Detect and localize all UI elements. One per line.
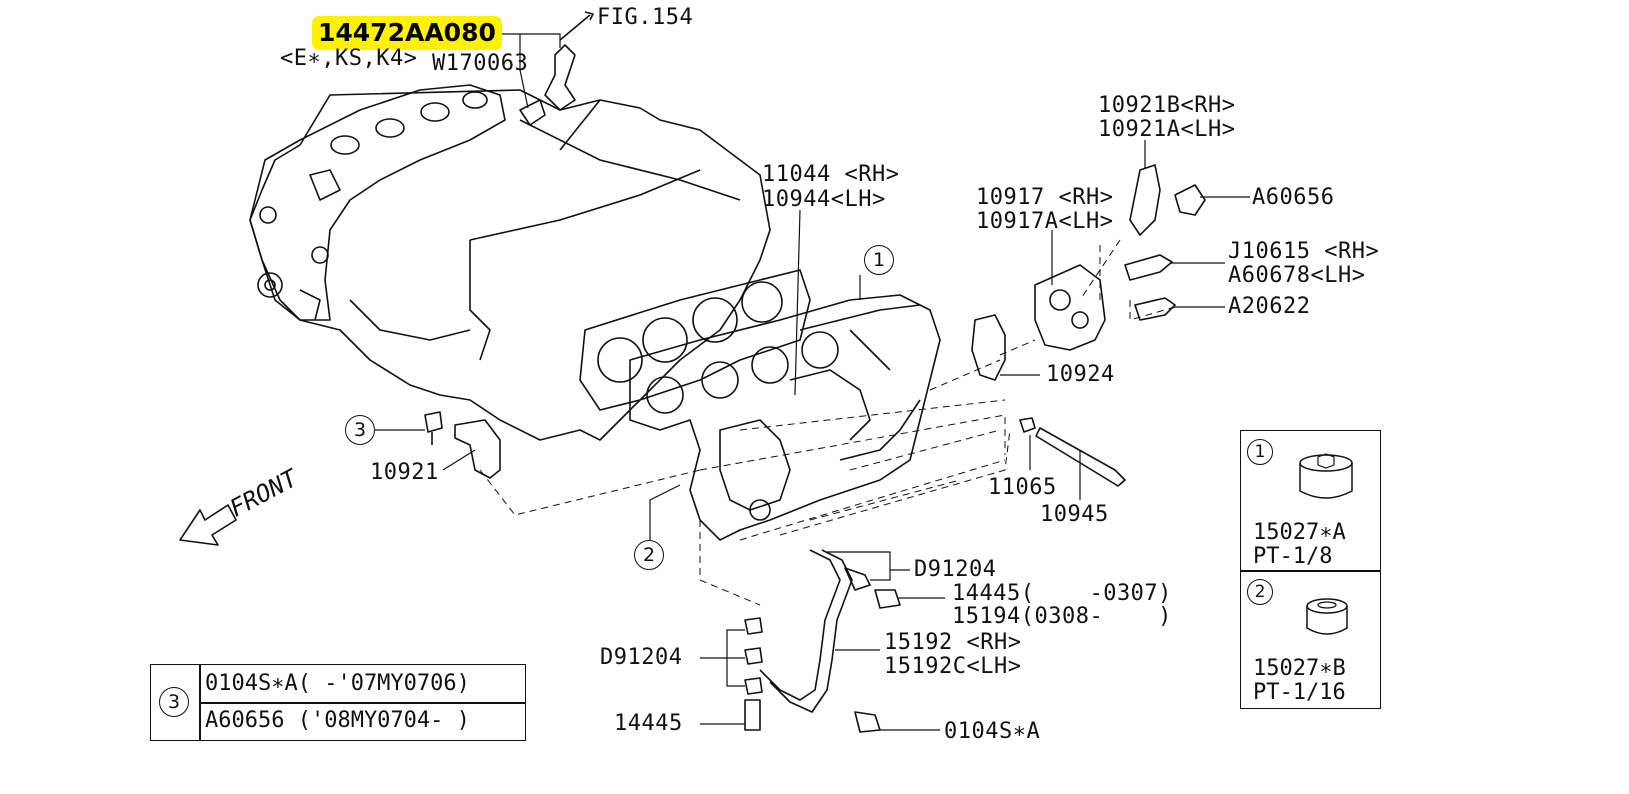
highlighted-part-number[interactable]: 14472AA080	[312, 16, 502, 50]
sensor-10921-icon	[424, 411, 501, 479]
part-a60678: A60678<LH>	[1228, 263, 1366, 288]
table-row: A60656 ('08MY0704- )	[205, 708, 470, 733]
part-15192c: 15192C<LH>	[884, 654, 1022, 679]
legend-size-2: PT-1/16	[1253, 680, 1346, 705]
part-10924: 10924	[1046, 362, 1115, 387]
plug-2-icon	[1306, 598, 1348, 635]
part-10944: 10944<LH>	[762, 187, 886, 212]
legend-size-1: PT-1/8	[1253, 544, 1333, 569]
part-11044: 11044 <RH>	[762, 162, 900, 187]
front-arrow-icon	[179, 504, 237, 546]
legend-part-2: 15027∗B	[1253, 656, 1346, 681]
engine-block-icon	[249, 84, 771, 441]
callout-3: 3	[345, 415, 375, 445]
table-marker: 3	[159, 687, 189, 717]
plug-legend: 1 15027∗A PT-1/8 2 15027∗B PT-1/16	[1240, 430, 1381, 709]
sub-highlight-label: <E∗,KS,K4>	[280, 46, 418, 71]
part-a60656: A60656	[1252, 185, 1335, 210]
part-10917a: 10917A<LH>	[976, 209, 1114, 234]
head-gasket-icon	[579, 269, 811, 411]
part-d91204-right: D91204	[914, 557, 997, 582]
part-14445: 14445	[614, 711, 683, 736]
part-10921a: 10921A<LH>	[1098, 117, 1236, 142]
part-15192: 15192 <RH>	[884, 630, 1022, 655]
variant-table: 3 0104S∗A( -'07MY0706) A60656 ('08MY0704…	[150, 664, 526, 741]
part-d91204-left: D91204	[600, 645, 683, 670]
vvt-parts-icon	[971, 164, 1206, 381]
part-10945: 10945	[1040, 502, 1109, 527]
cylinder-head-icon	[629, 294, 941, 541]
hose-icon	[519, 11, 594, 126]
part-0104s-a: 0104S∗A	[944, 719, 1041, 744]
part-j10615: J10615 <RH>	[1228, 239, 1380, 264]
part-11065: 11065	[988, 475, 1057, 500]
part-15194-range: 15194(0308- )	[952, 604, 1172, 629]
oil-pipe-icon	[744, 549, 901, 733]
part-14445-range: 14445( -0307)	[952, 581, 1172, 606]
legend-marker-1: 1	[1247, 439, 1273, 465]
table-row: 0104S∗A( -'07MY0706)	[205, 671, 470, 696]
plug-1-icon	[1299, 453, 1353, 499]
fig-reference: FIG.154	[597, 5, 694, 30]
part-a20622: A20622	[1228, 294, 1311, 319]
bolt-10945-icon	[1019, 417, 1126, 487]
part-10917: 10917 <RH>	[976, 185, 1114, 210]
part-10921b: 10921B<RH>	[1098, 93, 1236, 118]
legend-part-1: 15027∗A	[1253, 520, 1346, 545]
part-10921: 10921	[370, 460, 439, 485]
callout-1: 1	[864, 245, 894, 275]
callout-2: 2	[634, 540, 664, 570]
legend-marker-2: 2	[1247, 579, 1273, 605]
part-w170063: W170063	[432, 51, 529, 76]
